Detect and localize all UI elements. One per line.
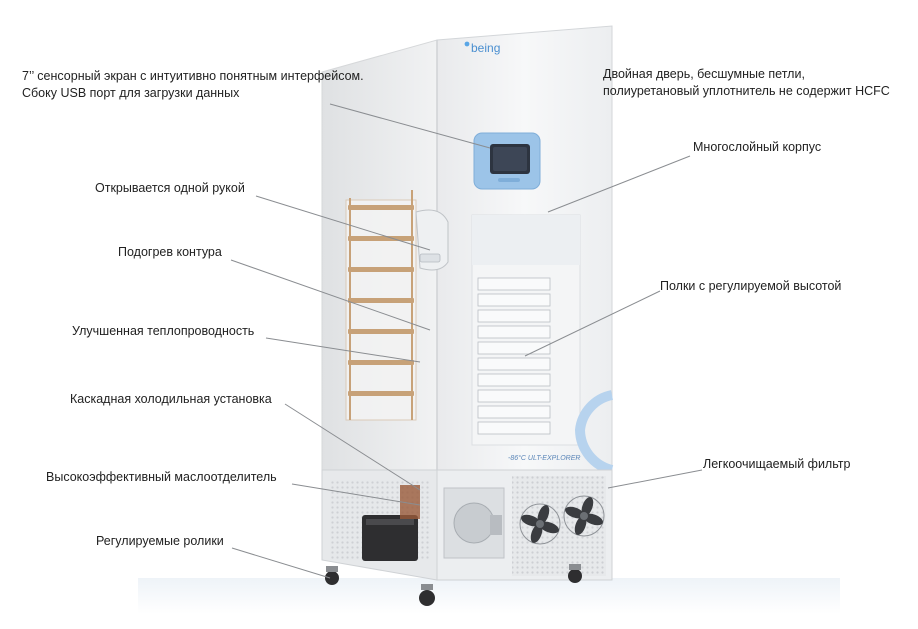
storage-drawer (477, 373, 551, 387)
callout-cascade: Каскадная холодильная установка (70, 392, 272, 406)
front-door (436, 25, 614, 475)
storage-drawer (477, 293, 551, 307)
storage-drawer (477, 421, 551, 435)
floor-reflection (138, 578, 840, 614)
leader-lines (230, 103, 703, 579)
storage-drawer (477, 341, 551, 355)
callout-casters: Регулируемые ролики (96, 534, 224, 548)
storage-drawer (477, 309, 551, 323)
callout-double-door-line-1: Двойная дверь, бесшумные петли, (603, 67, 805, 81)
brand-logo: being (463, 38, 503, 56)
rack-rung (348, 360, 414, 365)
fan-icon (563, 495, 605, 537)
storage-drawer (477, 405, 551, 419)
brand-logo-image: being (464, 41, 500, 55)
storage-drawer (477, 357, 551, 371)
callout-shelves: Полки с регулируемой высотой (660, 279, 842, 293)
callout-one-hand: Открывается одной рукой (95, 181, 245, 195)
callout-heating: Подогрев контура (118, 245, 222, 259)
rack-rung (348, 205, 414, 210)
fan-icon (519, 503, 561, 545)
svg-text:being: being (471, 41, 500, 55)
callout-touch-screen-line-2: Сбоку USB порт для загрузки данных (22, 86, 240, 100)
caster-wheels (325, 564, 582, 606)
interior-rack-left (345, 190, 417, 421)
callout-oil-separator: Высокоэффективный маслоотделитель (46, 470, 277, 484)
model-badge: -86°C ULT-EXPLORER (508, 455, 581, 462)
callout-double-door-line-2: полиуретановый уплотнитель не содержит H… (603, 84, 890, 98)
rack-rung (348, 391, 414, 396)
touch-screen-panel (473, 132, 541, 190)
rack-rung (348, 267, 414, 272)
callout-filter: Легкоочищаемый фильтр (703, 457, 851, 471)
rack-rung (348, 298, 414, 303)
rack-rung (348, 236, 414, 241)
rack-rung (348, 329, 414, 334)
machine-compartment (321, 469, 613, 581)
door-handle (415, 209, 449, 271)
callout-touch-screen: 7’’ сенсорный экран с интуитивно понятны… (22, 68, 364, 102)
storage-drawer (477, 389, 551, 403)
callout-double-door: Двойная дверь, бесшумные петли, полиурет… (603, 66, 890, 100)
storage-drawer (477, 325, 551, 339)
callout-multilayer: Многослойный корпус (693, 140, 822, 154)
callout-conductivity: Улучшенная теплопроводность (72, 324, 255, 338)
storage-drawer (477, 277, 551, 291)
callout-touch-screen-line-1: 7’’ сенсорный экран с интуитивно понятны… (22, 69, 364, 83)
